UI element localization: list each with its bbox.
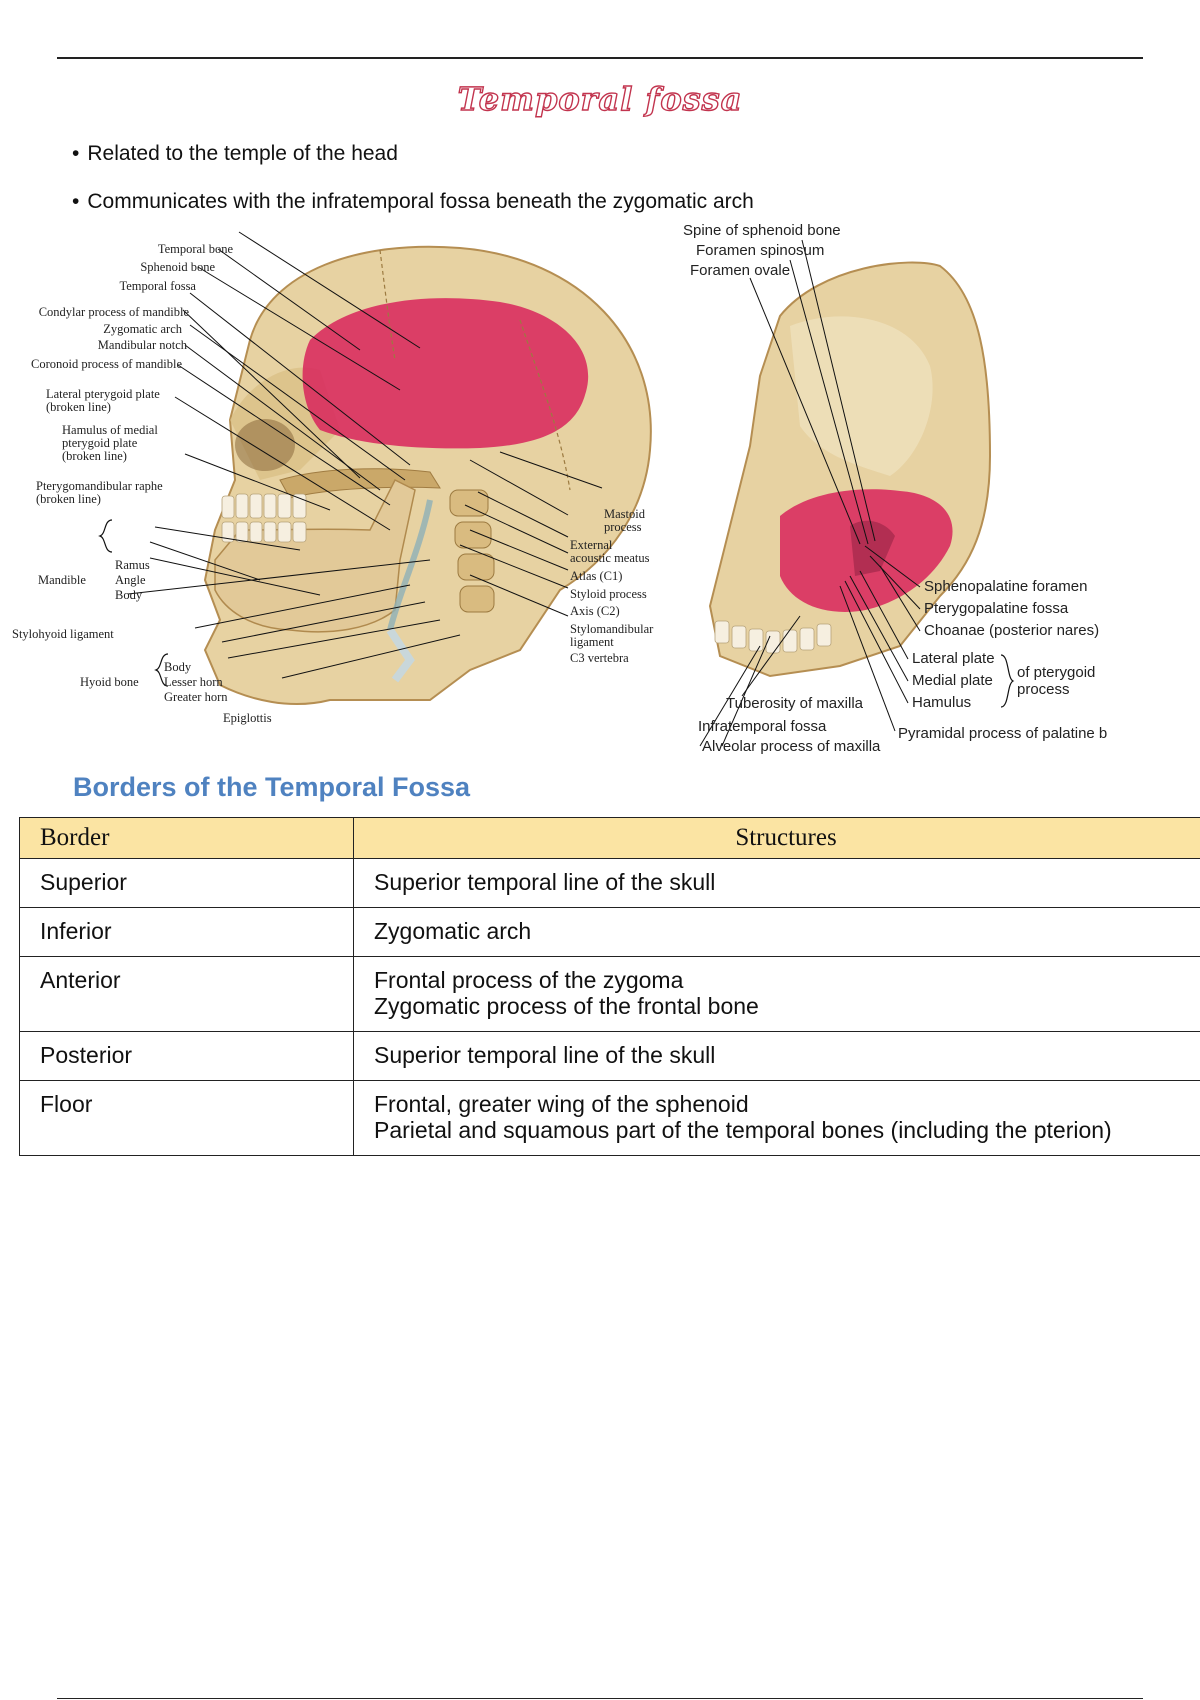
label-sphenoid-bone: Sphenoid bone <box>140 260 215 274</box>
label-temporal-bone: Temporal bone <box>157 242 233 256</box>
label-sphenopalatine-foramen: Sphenopalatine foramen <box>924 578 1088 595</box>
label-medial-plate: Medial plate <box>912 672 993 689</box>
lateral-skull-figure: Temporal bone Sphenoid bone Temporal fos… <box>0 230 670 750</box>
label-lateral-pterygoid-plate-note: (broken line) <box>46 400 111 414</box>
cell-border: Anterior <box>19 956 354 1032</box>
bullet-list: Related to the temple of the head Commun… <box>72 142 754 238</box>
structure-line: Superior temporal line of the skull <box>374 869 716 895</box>
cell-border: Inferior <box>19 907 354 957</box>
label-condylar-process: Condylar process of mandible <box>38 305 189 319</box>
label-epiglottis: Epiglottis <box>223 711 272 725</box>
label-pterygoid-process: process <box>1017 681 1070 698</box>
label-stylomandibular-ligament: ligament <box>570 635 614 649</box>
label-mastoid: Mastoid <box>604 507 645 521</box>
label-tuberosity-of-maxilla: Tuberosity of maxilla <box>726 695 863 712</box>
structure-line: Frontal, greater wing of the sphenoid <box>374 1091 749 1117</box>
infratemporal-skull-illustration <box>699 239 1015 747</box>
cell-structures: Frontal process of the zygoma Zygomatic … <box>353 956 1200 1032</box>
label-spine-of-sphenoid: Spine of sphenoid bone <box>683 222 841 239</box>
label-mandibular-notch: Mandibular notch <box>97 338 187 352</box>
cell-border: Superior <box>19 858 354 908</box>
label-hamulus-plate: pterygoid plate <box>62 436 138 450</box>
cell-structures: Zygomatic arch <box>353 907 1200 957</box>
label-lateral-plate: Lateral plate <box>912 650 995 667</box>
top-rule <box>57 57 1143 59</box>
table-header-row: Border Structures <box>19 817 1200 859</box>
structure-line: Zygomatic arch <box>374 918 532 944</box>
lateral-skull-illustration <box>98 231 652 706</box>
label-atlas: Atlas (C1) <box>570 569 623 583</box>
borders-table: Border Structures Superior Superior temp… <box>19 817 1200 1156</box>
cell-structures: Superior temporal line of the skull <box>353 858 1200 908</box>
structure-line: Parietal and squamous part of the tempor… <box>374 1117 1112 1143</box>
label-choanae: Choanae (posterior nares) <box>924 622 1100 639</box>
table-row: Anterior Frontal process of the zygoma Z… <box>19 956 1200 1032</box>
label-hamulus-note: (broken line) <box>62 449 127 463</box>
label-body: Body <box>115 588 143 602</box>
section-title: Borders of the Temporal Fossa <box>73 772 471 802</box>
page-title: Temporal fossa <box>457 79 743 118</box>
label-mandible: Mandible <box>38 573 86 587</box>
structure-line: Frontal process of the zygoma <box>374 967 684 993</box>
table-row: Inferior Zygomatic arch <box>19 907 1200 957</box>
label-external-acoustic-meatus: acoustic meatus <box>570 551 650 565</box>
table-row: Floor Frontal, greater wing of the sphen… <box>19 1080 1200 1156</box>
label-coronoid-process: Coronoid process of mandible <box>30 357 182 371</box>
label-foramen-ovale: Foramen ovale <box>690 262 791 279</box>
label-of-pterygoid: of pterygoid <box>1017 664 1096 681</box>
label-stylohyoid-ligament: Stylohyoid ligament <box>12 627 114 641</box>
cell-border: Floor <box>19 1080 354 1156</box>
label-styloid-process: Styloid process <box>570 587 647 601</box>
label-angle: Angle <box>115 573 146 587</box>
bottom-rule <box>57 1698 1143 1699</box>
label-foramen-spinosum: Foramen spinosum <box>696 242 825 259</box>
label-hyoid-body: Body <box>164 660 192 674</box>
label-hamulus: Hamulus of medial <box>62 423 158 437</box>
label-stylomandibular: Stylomandibular <box>570 622 654 636</box>
label-lateral-pterygoid-plate: Lateral pterygoid plate <box>46 387 160 401</box>
label-axis: Axis (C2) <box>570 604 620 618</box>
cell-border: Posterior <box>19 1031 354 1081</box>
label-pyramidal-process: Pyramidal process of palatine b <box>898 725 1108 742</box>
label-infratemporal-fossa: Infratemporal fossa <box>698 718 827 735</box>
label-alveolar-process: Alveolar process of maxilla <box>702 738 881 755</box>
infratemporal-skull-figure: Spine of sphenoid bone Foramen spinosum … <box>683 223 1200 766</box>
header-border: Border <box>19 817 354 859</box>
label-hamulus: Hamulus <box>912 694 972 711</box>
label-external: External <box>570 538 613 552</box>
bullet-item: Related to the temple of the head <box>72 142 754 166</box>
label-lesser-horn: Lesser horn <box>164 675 223 689</box>
label-greater-horn: Greater horn <box>164 690 228 704</box>
cell-structures: Superior temporal line of the skull <box>353 1031 1200 1081</box>
table-row: Superior Superior temporal line of the s… <box>19 858 1200 908</box>
label-pterygopalatine-fossa: Pterygopalatine fossa <box>924 600 1069 617</box>
structure-line: Zygomatic process of the frontal bone <box>374 993 759 1019</box>
label-pterygomandibular-note: (broken line) <box>36 492 101 506</box>
label-zygomatic-arch: Zygomatic arch <box>103 322 182 336</box>
header-structures: Structures <box>353 817 1200 859</box>
label-ramus: Ramus <box>115 558 150 572</box>
cell-structures: Frontal, greater wing of the sphenoid Pa… <box>353 1080 1200 1156</box>
bullet-item: Communicates with the infratemporal foss… <box>72 190 754 214</box>
structure-line: Superior temporal line of the skull <box>374 1042 716 1068</box>
label-pterygomandibular-raphe: Pterygomandibular raphe <box>36 479 163 493</box>
label-temporal-fossa: Temporal fossa <box>119 279 196 293</box>
table-row: Posterior Superior temporal line of the … <box>19 1031 1200 1081</box>
label-mastoid-process: process <box>604 520 642 534</box>
label-c3-vertebra: C3 vertebra <box>570 651 629 665</box>
label-hyoid-bone: Hyoid bone <box>80 675 139 689</box>
